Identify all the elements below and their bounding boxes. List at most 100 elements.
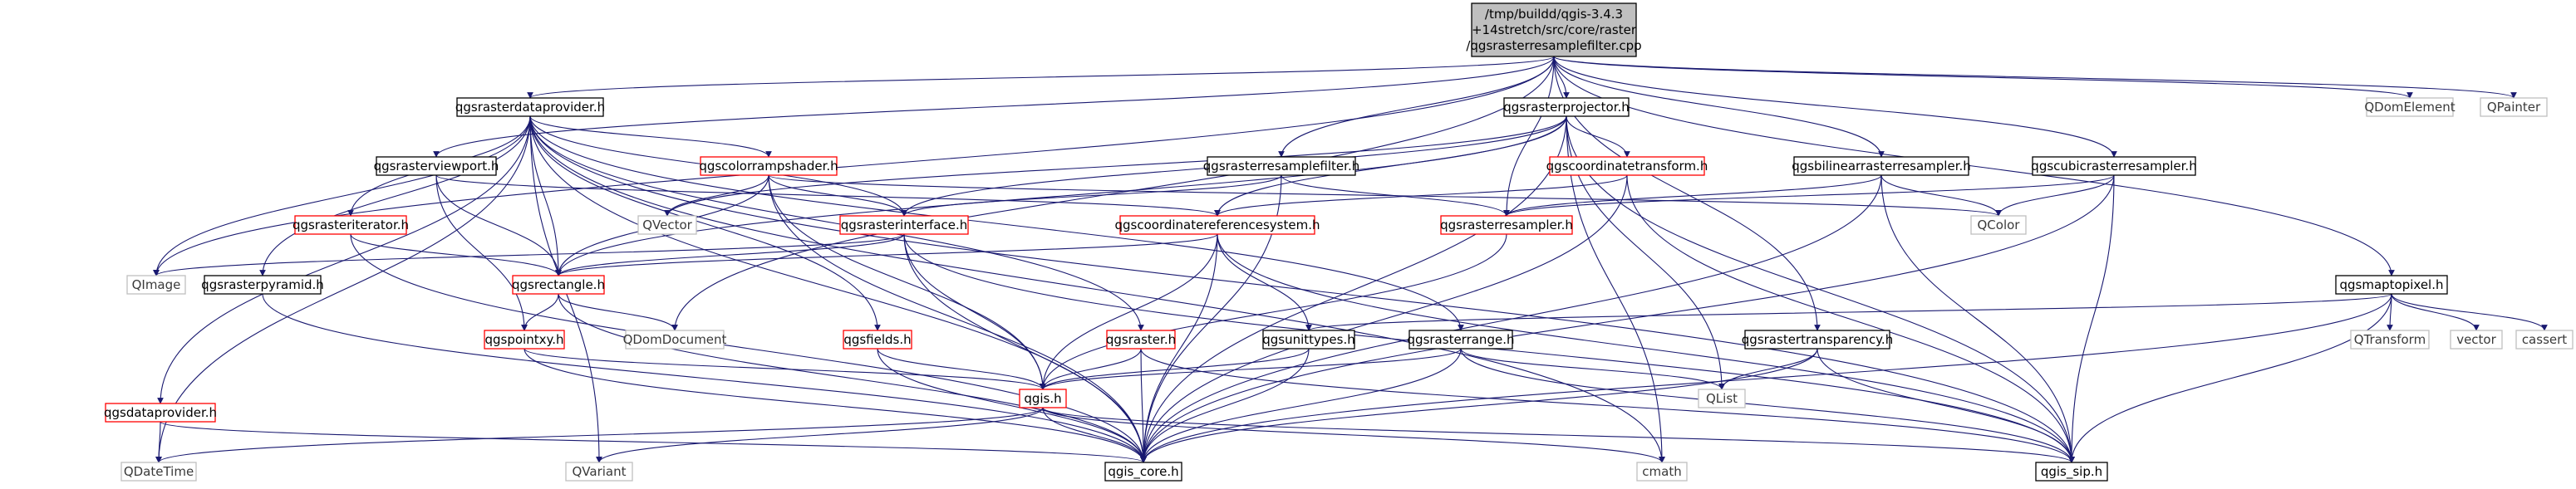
node-qgsrasterresamplefilter[interactable]: qgsrasterresamplefilter.h — [1203, 156, 1359, 176]
dependency-edge — [350, 233, 1147, 463]
node-qgsrasterviewport[interactable]: qgsrasterviewport.h — [374, 156, 499, 176]
dependency-edge — [877, 348, 1046, 390]
edge-qgsrectangle-to-qgspointxy — [521, 293, 559, 331]
dependency-edge — [524, 348, 1147, 463]
node-qgsrastertransparency[interactable]: qgsrastertransparency.h — [1742, 330, 1893, 350]
node-qgscubicrasterresampler[interactable]: qgscubicrasterresampler.h — [2031, 156, 2197, 176]
node-qgsrasterprojector[interactable]: qgsrasterprojector.h — [1503, 97, 1630, 117]
node-label: QList — [1706, 391, 1738, 406]
node-qgsfields[interactable]: qgsfields.h — [843, 330, 912, 350]
node-qdomelement: QDomElement — [2364, 97, 2456, 117]
node-qgspointxy[interactable]: qgspointxy.h — [484, 330, 565, 350]
node-box — [456, 97, 604, 117]
node-qgscoordinatetransform[interactable]: qgscoordinatetransform.h — [1546, 156, 1708, 176]
node-qgsrasterdataprovider[interactable]: qgsrasterdataprovider.h — [455, 97, 605, 117]
node-qgis[interactable]: qgis.h — [1019, 389, 1067, 408]
edge-qgsrasterdataprovider-to-QDateTime — [155, 115, 531, 463]
dependency-edge — [529, 115, 1464, 331]
dependency-edge — [1042, 407, 1665, 463]
dependency-edge — [903, 233, 1147, 463]
node-qgsrasteriterator[interactable]: qgsrasteriterator.h — [293, 215, 409, 235]
node-label: qgsmaptopixel.h — [2339, 277, 2443, 292]
node-box — [1636, 462, 1688, 482]
node-box — [1106, 330, 1176, 350]
node-qdomdocument: QDomDocument — [623, 330, 727, 350]
node-box — [2450, 330, 2503, 350]
edge-qgsrasterdataprovider-to-qgsraster — [529, 115, 1144, 331]
dependency-edge — [1995, 174, 2115, 217]
node-label: cassert — [2522, 332, 2567, 347]
node-qgscoordinatereferencesystem[interactable]: qgscoordinatereferencesystem.h — [1115, 215, 1320, 235]
node-box — [1207, 156, 1356, 176]
dependency-edge — [1880, 174, 2002, 217]
node-label: qgis.h — [1024, 391, 1061, 406]
node-box — [637, 215, 697, 235]
edge-root-to-QDomElement — [1553, 56, 2413, 99]
dependency-edge — [1140, 348, 2075, 463]
edge-qgsrastertransparency-to-qgis_sip — [1816, 348, 2075, 463]
node-qgsrectangle[interactable]: qgsrectangle.h — [512, 275, 605, 295]
node-qgsrasterinterface[interactable]: qgsrasterinterface.h — [839, 215, 969, 235]
node-label: qgspointxy.h — [484, 332, 563, 347]
edge-qgsmaptopixel-to-qgsunittypes — [1305, 293, 2392, 331]
edge-qgspointxy-to-qgis — [524, 348, 1046, 390]
node-label: QImage — [132, 277, 181, 292]
dependency-edge — [555, 233, 905, 276]
edge-qgsrasterdataprovider-to-qgsfields — [529, 115, 881, 331]
node-label: qgscoordinatereferencesystem.h — [1115, 218, 1320, 232]
edge-qgsmaptopixel-to-qgis_sip — [2068, 293, 2392, 463]
node-qgscolorrampshader[interactable]: qgscolorrampshader.h — [699, 156, 838, 176]
dependency-edge — [160, 421, 1147, 463]
node-box — [1471, 2, 1637, 57]
edge-qgsrasterdataprovider-to-qgsrectangle — [529, 115, 562, 276]
dependency-edge — [529, 115, 1144, 331]
node-qgsrasterrange[interactable]: qgsrasterrange.h — [1408, 330, 1515, 350]
node-box — [512, 275, 605, 295]
dependency-edge — [435, 174, 562, 276]
node-label: qgsrectangle.h — [512, 277, 605, 292]
node-box — [839, 215, 969, 235]
dependency-edge — [555, 233, 1218, 276]
node-box — [376, 156, 497, 176]
dependency-edge — [1140, 348, 1818, 463]
node-box — [1698, 389, 1746, 408]
dependency-edge — [1214, 174, 1628, 217]
node-qgsbilinearrasterresampler[interactable]: qgsbilinearrasterresampler.h — [1792, 156, 1971, 176]
edge-qgscoordinatereferencesystem-to-qgis_core — [1140, 233, 1218, 463]
node-qgsrasterpyramid[interactable]: qgsrasterpyramid.h — [201, 275, 324, 295]
node-label: QDateTime — [124, 464, 194, 479]
edge-qgsrasterrange-to-qgis — [1040, 348, 1462, 390]
node-qgsrasterresampler[interactable]: qgsrasterresampler.h — [1440, 215, 1573, 235]
node-qvector: QVector — [637, 215, 697, 235]
node-vector: vector — [2450, 330, 2503, 350]
edge-qgscoordinatetransform-to-qgis_core — [1140, 174, 1628, 463]
dependency-edge — [2391, 293, 2548, 331]
node-qgsunittypes[interactable]: qgsunittypes.h — [1262, 330, 1355, 350]
dependency-edge — [555, 115, 1567, 276]
node-qgis-sip[interactable]: qgis_sip.h — [2035, 462, 2108, 482]
node-qgsdataprovider[interactable]: qgsdataprovider.h — [104, 403, 217, 423]
edge-qgsbilinearrasterresampler-to-qgsrasterresampler — [1503, 174, 1882, 217]
dependency-edge — [768, 174, 1147, 463]
dependency-edge — [262, 293, 1147, 463]
node-qgis-core[interactable]: qgis_core.h — [1104, 462, 1182, 482]
edge-qgsrasterdataprovider-to-qgsdataprovider — [157, 115, 531, 404]
node-box — [2350, 330, 2430, 350]
node-qgsmaptopixel[interactable]: qgsmaptopixel.h — [2335, 275, 2448, 295]
dependency-nodes: /tmp/buildd/qgis-3.4.3 +14stretch/src/co… — [104, 2, 2574, 482]
dependency-edge — [558, 293, 1147, 463]
dependency-edge — [2068, 174, 2115, 463]
node-label: qgsbilinearrasterresampler.h — [1792, 159, 1971, 174]
dependency-edge — [155, 115, 531, 463]
edge-qgscoordinatereferencesystem-to-qgis — [1040, 233, 1218, 390]
node-box — [565, 462, 633, 482]
dependency-edge — [1040, 348, 1142, 390]
dependency-edge — [1042, 407, 2075, 463]
node-box — [2035, 462, 2108, 482]
node-box — [2335, 275, 2448, 295]
dependency-edge — [2387, 293, 2393, 331]
node-qgsraster[interactable]: qgsraster.h — [1106, 330, 1176, 350]
edge-qgscoordinatereferencesystem-to-qgsunittypes — [1217, 233, 1312, 331]
edge-qgsrasterinterface-to-QImage — [153, 233, 905, 276]
